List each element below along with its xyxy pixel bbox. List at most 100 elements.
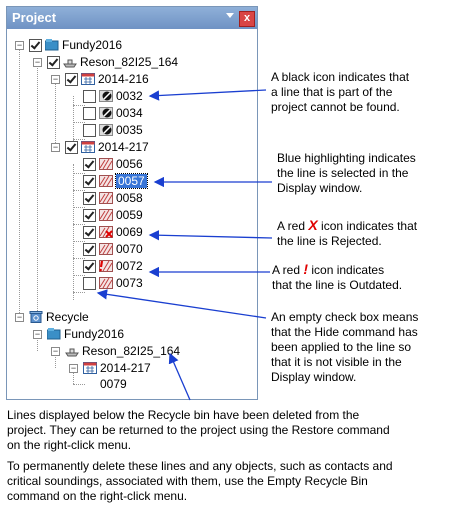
node-label: 0034 bbox=[116, 106, 143, 120]
node-label: Reson_82I25_164 bbox=[82, 344, 181, 358]
footer-empty-bin-note: To permanently delete these lines and an… bbox=[7, 459, 393, 503]
survey-line-icon bbox=[99, 158, 113, 170]
node-label: 0072 bbox=[116, 259, 143, 273]
collapse-toggle[interactable]: − bbox=[69, 363, 78, 373]
tree-node-recycle[interactable]: − Recycle bbox=[8, 309, 248, 326]
tree-line-item[interactable]: 0056 bbox=[8, 156, 248, 173]
checkbox[interactable] bbox=[83, 158, 96, 171]
collapse-toggle[interactable]: − bbox=[33, 57, 42, 67]
tree-node-day[interactable]: − 2014-217 bbox=[8, 360, 248, 377]
vessel-icon bbox=[63, 59, 77, 68]
checkbox[interactable] bbox=[83, 90, 96, 103]
calendar-icon bbox=[81, 141, 95, 153]
collapse-toggle[interactable]: − bbox=[33, 329, 42, 339]
missing-line-icon bbox=[99, 107, 113, 119]
checkbox[interactable] bbox=[83, 192, 96, 205]
node-label: 0056 bbox=[116, 157, 143, 171]
arrow-recycle bbox=[168, 352, 191, 401]
node-label: Reson_82I25_164 bbox=[80, 55, 179, 69]
checkbox[interactable] bbox=[47, 56, 60, 69]
annotation-rejected: A red X icon indicates that the line is … bbox=[277, 217, 418, 249]
node-label: Fundy2016 bbox=[64, 327, 125, 341]
tree-line-item[interactable]: 0072 bbox=[8, 258, 248, 275]
tree-line-item[interactable]: 0032 bbox=[8, 88, 248, 105]
checkbox[interactable] bbox=[83, 277, 96, 290]
collapse-toggle[interactable]: − bbox=[15, 312, 24, 322]
project-folder-icon bbox=[45, 39, 59, 51]
checkbox[interactable] bbox=[65, 141, 78, 154]
tree-line-item[interactable]: 0069 bbox=[8, 224, 248, 241]
rejected-line-icon bbox=[99, 226, 113, 238]
tree-line-item[interactable]: 0070 bbox=[8, 241, 248, 258]
survey-line-icon bbox=[99, 277, 113, 289]
tree-line-item[interactable]: 0034 bbox=[8, 105, 248, 122]
tree-line-item[interactable]: 0079 bbox=[8, 376, 248, 393]
outdated-line-icon bbox=[99, 260, 113, 272]
node-label: 0059 bbox=[116, 208, 143, 222]
node-label: 0057 bbox=[115, 173, 148, 189]
tree-node-project[interactable]: − Fundy2016 bbox=[8, 326, 248, 343]
survey-line-icon bbox=[99, 209, 113, 221]
node-label: 2014-216 bbox=[98, 72, 149, 86]
arrow-rejected bbox=[148, 230, 273, 241]
tree-line-item[interactable]: 0035 bbox=[8, 122, 248, 139]
tree-line-item[interactable]: 0073 bbox=[8, 275, 248, 292]
node-label: Recycle bbox=[46, 310, 89, 324]
checkbox[interactable] bbox=[83, 243, 96, 256]
annotation-hidden: An empty check box means that the Hide c… bbox=[271, 310, 419, 384]
missing-line-icon bbox=[99, 124, 113, 136]
checkbox[interactable] bbox=[29, 39, 42, 52]
checkbox[interactable] bbox=[83, 260, 96, 273]
node-label: 0058 bbox=[116, 191, 143, 205]
survey-line-icon bbox=[99, 192, 113, 204]
calendar-icon bbox=[81, 73, 95, 85]
survey-line-icon bbox=[99, 175, 113, 187]
checkbox[interactable] bbox=[65, 73, 78, 86]
recycle-bin-icon bbox=[29, 311, 43, 323]
collapse-toggle[interactable]: − bbox=[51, 74, 60, 84]
arrow-hidden bbox=[96, 289, 267, 319]
annotation-selected: Blue highlighting indicates the line is … bbox=[277, 151, 416, 195]
node-label: Fundy2016 bbox=[62, 38, 123, 52]
node-label: 2014-217 bbox=[98, 140, 149, 154]
node-label: 0032 bbox=[116, 89, 143, 103]
calendar-icon bbox=[83, 362, 97, 374]
tree-line-item[interactable]: 0059 bbox=[8, 207, 248, 224]
footer-recycle-note: Lines displayed below the Recycle bin ha… bbox=[7, 408, 390, 452]
node-label: 0079 bbox=[100, 377, 127, 391]
checkbox[interactable] bbox=[83, 226, 96, 239]
tree-line-item[interactable]: 0058 bbox=[8, 190, 248, 207]
close-button[interactable]: x bbox=[239, 11, 255, 27]
tree-node-project[interactable]: − Fundy2016 bbox=[8, 37, 248, 54]
checkbox[interactable] bbox=[83, 175, 96, 188]
node-label: 0073 bbox=[116, 276, 143, 290]
collapse-toggle[interactable]: − bbox=[15, 40, 24, 50]
tree-node-vessel[interactable]: − Reson_82I25_164 bbox=[8, 343, 248, 360]
annotation-outdated: A red ! icon indicates that the line is … bbox=[272, 261, 403, 293]
checkbox[interactable] bbox=[83, 107, 96, 120]
node-label: 0035 bbox=[116, 123, 143, 137]
tree-node-vessel[interactable]: − Reson_82I25_164 bbox=[8, 54, 248, 71]
checkbox[interactable] bbox=[83, 209, 96, 222]
dropdown-triangle-icon[interactable] bbox=[226, 13, 234, 18]
survey-line-icon bbox=[99, 243, 113, 255]
project-folder-icon bbox=[47, 328, 61, 340]
arrow-missing bbox=[148, 89, 267, 101]
collapse-toggle[interactable]: − bbox=[51, 142, 60, 152]
tree-node-day[interactable]: − 2014-217 bbox=[8, 139, 248, 156]
project-tree: − Fundy2016 − Reson_82I25_164 − 2014-21 bbox=[8, 29, 256, 399]
node-label: 0069 bbox=[116, 225, 143, 239]
panel-titlebar: Project x bbox=[7, 7, 257, 29]
panel-title: Project bbox=[12, 10, 57, 25]
missing-line-icon bbox=[99, 90, 113, 102]
annotation-missing: A black icon indicates that a line that … bbox=[271, 70, 410, 114]
tree-line-item-selected[interactable]: 0057 bbox=[8, 173, 248, 190]
collapse-toggle[interactable]: − bbox=[51, 346, 60, 356]
node-label: 0070 bbox=[116, 242, 143, 256]
tree-node-day[interactable]: − 2014-216 bbox=[8, 71, 248, 88]
vessel-icon bbox=[65, 348, 79, 357]
node-label: 2014-217 bbox=[100, 361, 151, 375]
checkbox[interactable] bbox=[83, 124, 96, 137]
project-panel: Project x − Fundy2016 bbox=[6, 6, 258, 400]
